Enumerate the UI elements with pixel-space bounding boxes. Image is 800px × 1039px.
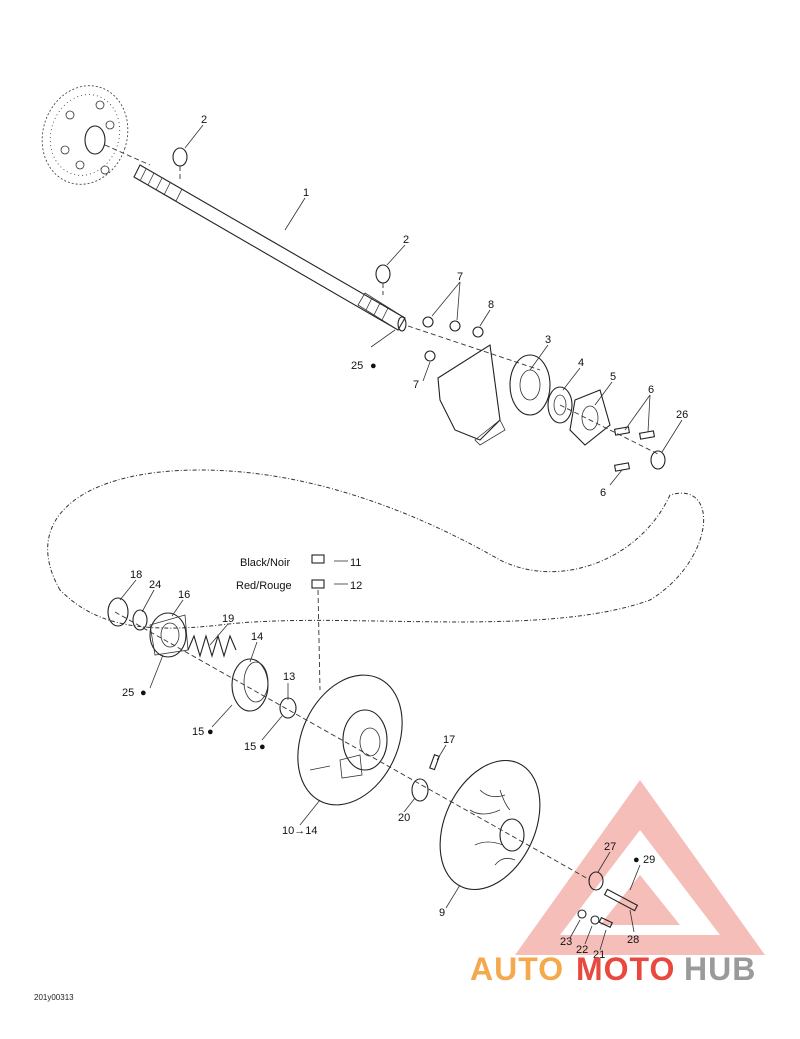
callout-29: 29: [643, 854, 655, 866]
o-ring-lower: [375, 264, 391, 284]
callout-26: 26: [676, 409, 688, 421]
callout-22: 22: [576, 944, 588, 956]
callout-24: 24: [149, 579, 161, 591]
callout-11: 11: [350, 557, 361, 569]
fixed-half-pulley: [439, 759, 541, 891]
cam-16: [149, 612, 189, 658]
callout-23: 23: [560, 936, 572, 948]
callout-2-upper: 2: [201, 114, 207, 126]
watermark-moto: MOTO: [576, 951, 675, 987]
callout-1: 1: [303, 187, 309, 199]
grease-drop-icon: ●: [207, 726, 214, 738]
brake-disc: [41, 85, 129, 185]
callout-15-left: 15: [192, 726, 204, 738]
bolt-28: [603, 888, 639, 912]
bearing: [547, 386, 573, 424]
red-screw-icon: [311, 579, 325, 589]
washer-23: [577, 909, 587, 919]
sliding-half-pulley: [297, 674, 403, 806]
callout-7-upper: 7: [457, 271, 463, 283]
o-ring-upper: [172, 147, 188, 167]
callout-19: 19: [222, 613, 234, 625]
washer-20: [411, 778, 429, 802]
legend-red: Red/Rouge: [236, 580, 292, 592]
callout-5: 5: [610, 371, 616, 383]
washer-22: [590, 915, 600, 925]
ring-14: [231, 658, 269, 712]
screw-21: [598, 916, 614, 928]
callout-12: 12: [350, 580, 362, 592]
callout-16: 16: [178, 589, 190, 601]
callout-6-upper: 6: [648, 384, 654, 396]
callout-13: 13: [283, 671, 295, 683]
bearing-flange: [569, 389, 611, 446]
washer-27: [588, 871, 604, 891]
bushing-13: [279, 697, 297, 719]
watermark-logo-icon: [515, 780, 765, 955]
callout-9: 9: [439, 907, 445, 919]
watermark-auto: AUTO: [470, 951, 564, 987]
callout-2-lower: 2: [403, 234, 409, 246]
black-screw-icon: [311, 554, 325, 564]
driven-shaft: [133, 164, 407, 332]
watermark-text: AUTO MOTO HUB: [470, 951, 756, 987]
watermark-hub: HUB: [684, 951, 756, 987]
callout-27: 27: [604, 841, 616, 853]
callout-18: 18: [130, 569, 142, 581]
callout-28: 28: [627, 934, 639, 946]
grease-drop-icon: ●: [140, 687, 147, 699]
grease-drop-icon: ●: [370, 360, 377, 372]
callout-7-lower: 7: [413, 379, 419, 391]
circlip-26: [650, 450, 666, 470]
washer-24: [132, 609, 148, 631]
spring-19: [187, 634, 237, 658]
key-17: [429, 754, 440, 771]
callout-10-14: 10→14: [282, 825, 317, 837]
callout-20: 20: [398, 812, 410, 824]
callout-4: 4: [578, 357, 584, 369]
callout-15-right: 15: [244, 741, 256, 753]
grease-drop-icon: ●: [633, 854, 640, 866]
callout-14: 14: [251, 631, 263, 643]
legend-black: Black/Noir: [240, 557, 290, 569]
nuts-and-washer: [422, 316, 484, 362]
grease-drop-icon: ●: [259, 741, 266, 753]
drive-belt: [47, 469, 705, 629]
callout-25-lower: 25: [122, 687, 134, 699]
callout-6-lower: 6: [600, 487, 606, 499]
callout-3: 3: [545, 334, 551, 346]
callout-17: 17: [443, 734, 455, 746]
circlip-18: [107, 597, 129, 627]
bearing-support-plate: [437, 344, 551, 446]
callout-25-upper: 25: [351, 360, 363, 372]
callout-8: 8: [488, 299, 494, 311]
flange-bolts: [613, 426, 656, 472]
callout-21: 21: [593, 949, 605, 961]
drawing-code: 201y00313: [34, 993, 74, 1002]
